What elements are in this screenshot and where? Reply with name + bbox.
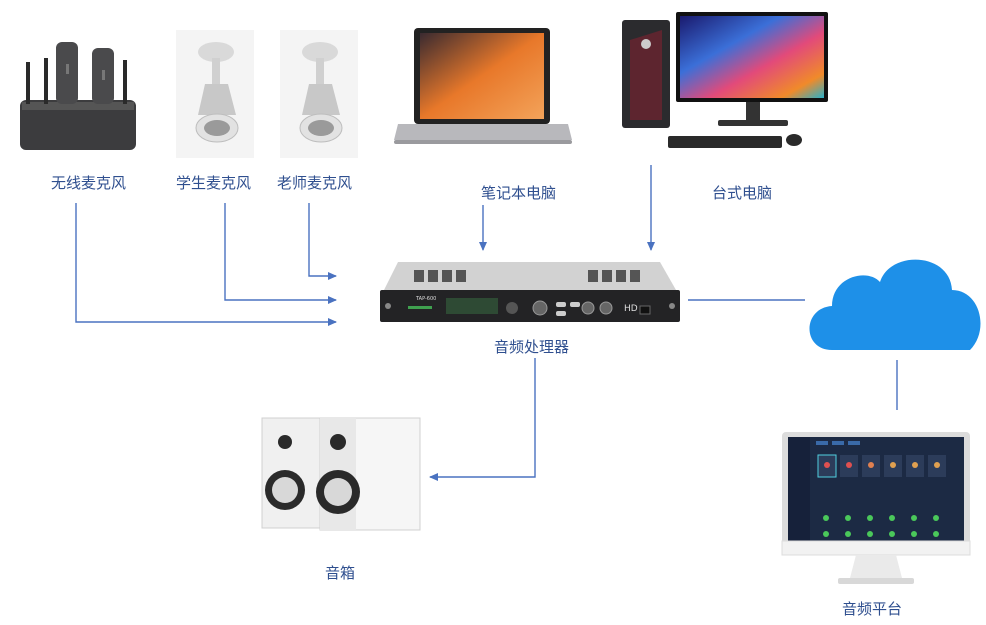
desktop-image	[622, 12, 828, 148]
speaker-label: 音箱	[325, 564, 356, 582]
processor-model-text: TAP-600	[415, 296, 436, 302]
platform-image	[781, 432, 971, 584]
laptop-label: 笔记本电脑	[481, 184, 557, 202]
svg-text:HD: HD	[624, 304, 638, 314]
platform-label: 音频平台	[842, 600, 903, 618]
desktop-label: 台式电脑	[712, 184, 773, 202]
wireless-to-processor-connector	[75, 203, 337, 326]
student-to-processor-connector	[224, 203, 337, 304]
teacher-mic-image	[280, 30, 358, 158]
processor-to-speaker-connector	[429, 358, 536, 481]
connectors	[75, 165, 898, 481]
cloud-icon	[809, 259, 981, 350]
student-mic-image	[176, 30, 254, 158]
student-mic-label: 学生麦克风	[176, 174, 252, 192]
teacher-mic-label: 老师麦克风	[277, 174, 353, 192]
wireless-mic-image	[20, 42, 136, 150]
wireless-mic-label: 无线麦克风	[51, 174, 127, 192]
teacher-to-processor-connector	[308, 203, 337, 280]
speaker-image	[261, 417, 421, 531]
processor-image: TAP-600 HD	[380, 262, 680, 322]
laptop-image	[394, 28, 572, 144]
processor-label: 音频处理器	[494, 338, 570, 356]
